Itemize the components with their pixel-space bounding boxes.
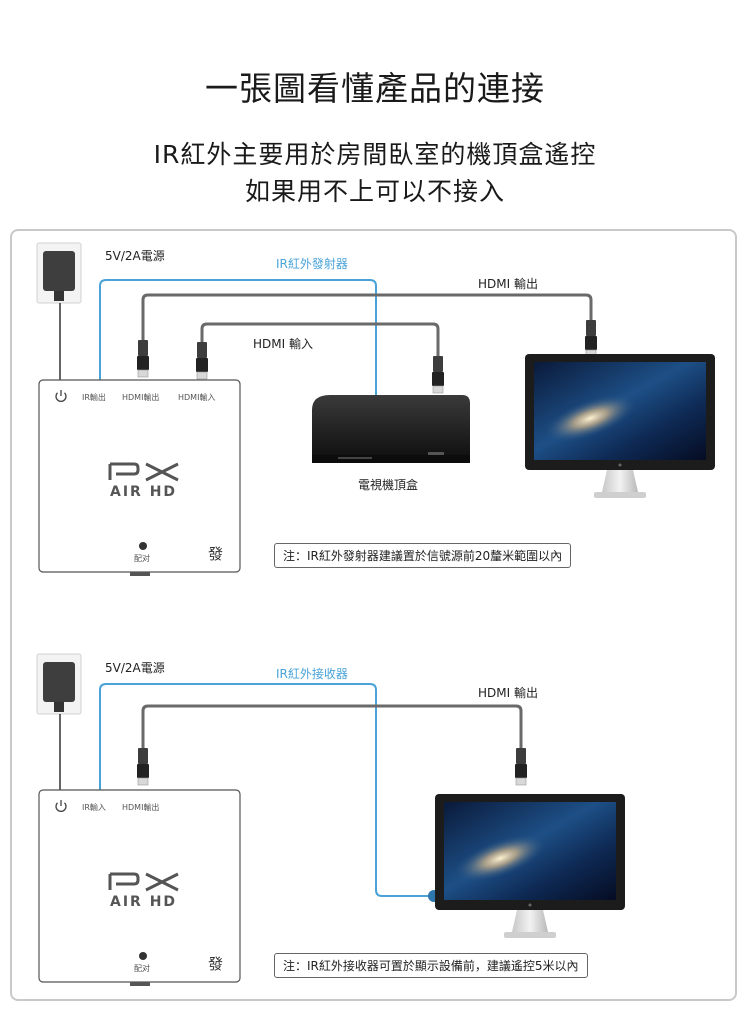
diagram-panel <box>10 229 737 1001</box>
rx-power-label: 5V/2A電源 <box>105 661 165 675</box>
receiver-diagram <box>36 653 625 986</box>
power-button-icon <box>55 800 67 812</box>
page-title: 一張圖看懂產品的連接 <box>205 69 545 108</box>
settop-label: 電視機頂盒 <box>358 478 419 492</box>
set-top-box-icon <box>312 395 470 463</box>
tx-hdmi-out-label: HDMI 輸出 <box>478 277 538 291</box>
tx-ir-label: IR紅外發射器 <box>276 257 348 271</box>
tx-brand: AIR HD <box>110 484 178 500</box>
px-logo-icon <box>108 462 179 482</box>
px-logo-icon <box>108 872 179 892</box>
page-subtitle-line2: 如果用不上可以不接入 <box>244 177 505 206</box>
tx-port-hdmi-out: HDMI輸出 <box>122 393 160 402</box>
tx-hdmi-in-label: HDMI 輸入 <box>253 337 313 351</box>
rx-note: 注：IR紅外接收器可置於顯示設備前，建議遙控5米以內 <box>274 953 588 978</box>
rx-ir-label: IR紅外接收器 <box>276 667 348 681</box>
page-subtitle-line1: IR紅外主要用於房間臥室的機頂盒遙控 <box>153 140 597 169</box>
tx-unit-label: 發 <box>208 545 224 563</box>
rx-unit-label: 發 <box>208 955 224 973</box>
tx-pair-label: 配对 <box>134 554 150 563</box>
tx-port-hdmi-in: HDMI輸入 <box>178 393 216 402</box>
rx-port-ir-in: IR輸入 <box>82 803 106 812</box>
monitor-icon <box>525 354 715 498</box>
power-adapter-icon <box>36 653 82 715</box>
rx-brand: AIR HD <box>110 894 178 910</box>
transmitter-diagram <box>36 242 715 576</box>
tx-port-ir-out: IR輸出 <box>82 393 106 402</box>
power-button-icon <box>55 390 67 402</box>
rx-hdmi-out-label: HDMI 輸出 <box>478 686 538 700</box>
tx-note: 注：IR紅外發射器建議置於信號源前20釐米範圍以內 <box>274 543 572 568</box>
monitor-icon <box>435 794 625 938</box>
tx-power-label: 5V/2A電源 <box>105 249 165 263</box>
power-adapter-icon <box>36 242 82 304</box>
rx-port-hdmi-out: HDMI輸出 <box>122 803 160 812</box>
rx-pair-label: 配对 <box>134 964 150 973</box>
